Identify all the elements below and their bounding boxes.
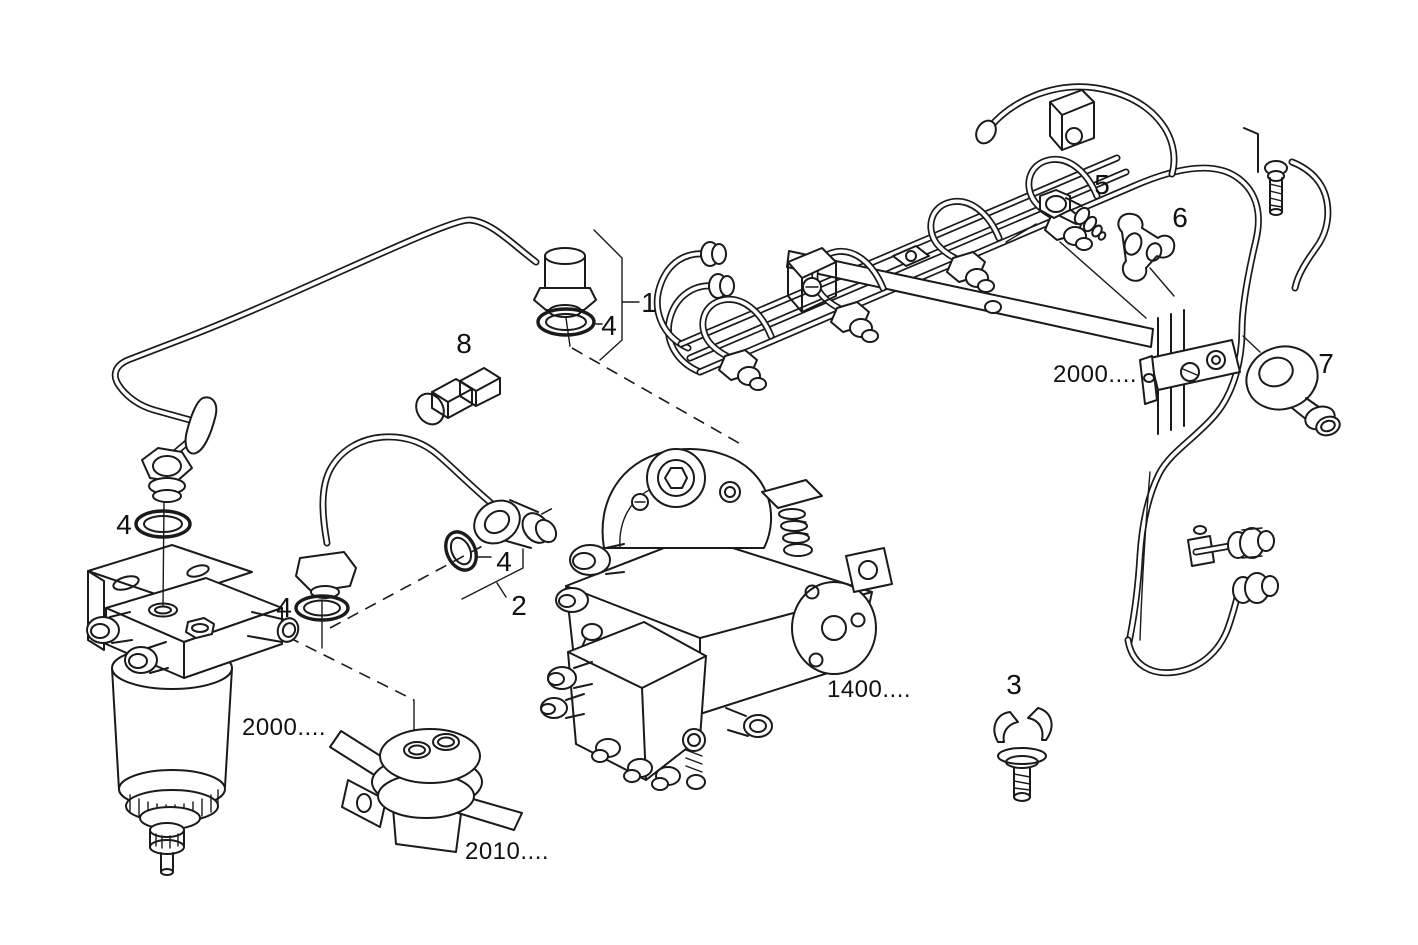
fuel-pipe-1-drawing	[111, 216, 640, 607]
ref-label-lift-pump: 2010....	[464, 838, 550, 865]
callout-5: 5	[1094, 169, 1110, 200]
callout-2: 2	[511, 590, 527, 621]
ref-label-injection-pump: 1400....	[826, 676, 912, 703]
fuel-filter-drawing	[86, 544, 300, 876]
callout-7: 7	[1318, 348, 1334, 379]
callout-6: 6	[1172, 202, 1188, 233]
callout-4-pipe1: 4	[601, 310, 617, 341]
callout-4-pipe2-left: 4	[276, 592, 292, 623]
callout-1: 1	[641, 287, 657, 318]
lift-pump-drawing	[329, 728, 523, 853]
ref-label-injector-lines: 2000....	[1052, 361, 1138, 388]
injection-pump-drawing	[540, 448, 893, 791]
callout-8: 8	[456, 328, 472, 359]
callout-4-pipe2-right: 4	[496, 546, 512, 577]
pipe-clip-part3-drawing	[993, 707, 1053, 802]
ref-label-fuel-filter: 2000....	[241, 714, 327, 741]
callout-3: 3	[1006, 669, 1022, 700]
fuel-pipe-2-drawing	[294, 433, 558, 649]
callout-4-filter: 4	[116, 509, 132, 540]
pipe-clamp-part8-drawing	[415, 367, 501, 426]
injector-lines-drawing	[653, 83, 1341, 677]
